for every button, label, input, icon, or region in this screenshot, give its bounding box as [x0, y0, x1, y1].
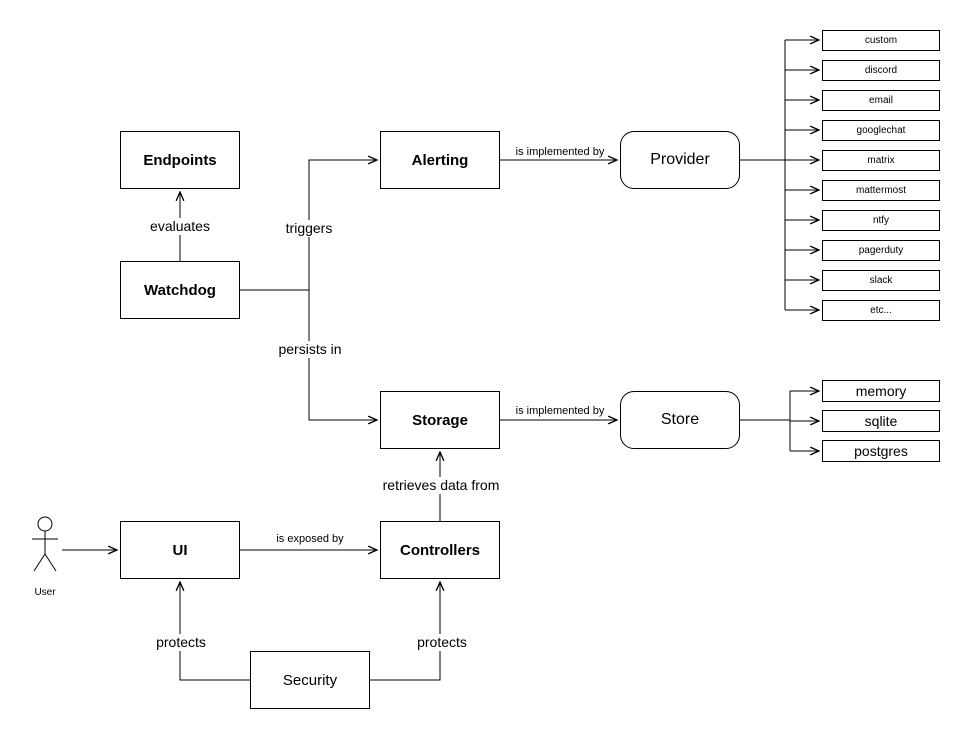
node-watchdog: Watchdog: [120, 261, 240, 319]
store-item-postgres: postgres: [822, 440, 940, 462]
provider-item-mattermost: mattermost: [822, 180, 940, 201]
edge-label-retrieves-data-from: retrieves data from: [379, 477, 503, 494]
provider-item-matrix: matrix: [822, 150, 940, 171]
node-endpoints: Endpoints: [120, 131, 240, 189]
provider-item-email: email: [822, 90, 940, 111]
node-provider: Provider: [620, 131, 740, 189]
provider-item-pagerduty: pagerduty: [822, 240, 940, 261]
edge-label-alerting-implemented-by: is implemented by: [512, 146, 608, 159]
edge-watchdog-storage: [308, 290, 377, 420]
edge-label-persists-in: persists in: [275, 341, 345, 358]
node-ui: UI: [120, 521, 240, 579]
edge-watchdog-alerting: [240, 160, 377, 291]
user-actor-icon: [32, 516, 58, 572]
edge-label-is-exposed-by: is exposed by: [273, 533, 347, 546]
node-storage: Storage: [380, 391, 500, 449]
edge-label-storage-implemented-by: is implemented by: [512, 405, 608, 418]
edge-security-controllers: [370, 582, 440, 681]
edge-label-triggers: triggers: [282, 220, 336, 237]
edge-security-ui: [180, 582, 250, 681]
edge-label-evaluates: evaluates: [147, 218, 213, 235]
provider-item-slack: slack: [822, 270, 940, 291]
provider-item-custom: custom: [822, 30, 940, 51]
edge-label-protects-ui: protects: [153, 634, 209, 651]
store-item-sqlite: sqlite: [822, 410, 940, 432]
node-controllers: Controllers: [380, 521, 500, 579]
edge-store-implementations: [740, 391, 819, 451]
node-security: Security: [250, 651, 370, 709]
provider-item-ntfy: ntfy: [822, 210, 940, 231]
provider-item-discord: discord: [822, 60, 940, 81]
user-actor-label: User: [34, 587, 56, 598]
node-store: Store: [620, 391, 740, 449]
node-alerting: Alerting: [380, 131, 500, 189]
edge-provider-implementations: [740, 40, 819, 310]
edge-label-protects-controllers: protects: [414, 634, 470, 651]
store-item-memory: memory: [822, 380, 940, 402]
provider-item-googlechat: googlechat: [822, 120, 940, 141]
provider-item-etc: etc...: [822, 300, 940, 321]
